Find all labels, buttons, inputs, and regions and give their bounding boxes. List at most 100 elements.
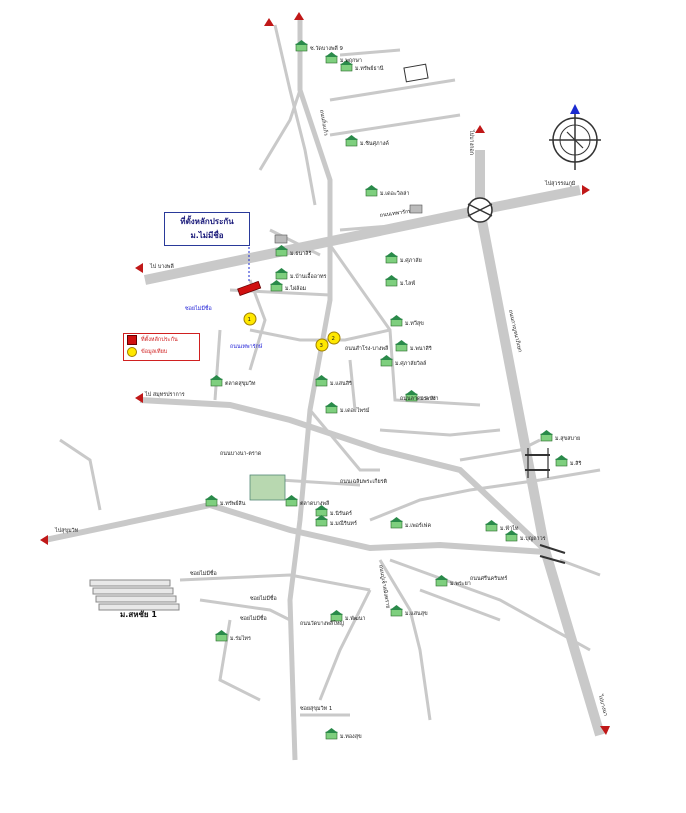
road-soi-25 bbox=[369, 478, 541, 522]
legend-row-collateral: ที่ตั้งหลักประกัน bbox=[124, 334, 199, 346]
arrow-up-icon bbox=[475, 125, 485, 133]
comparable-marker-2: 2 bbox=[327, 331, 341, 345]
label-soi-no-name-1: ซอยไม่มีชื่อ bbox=[190, 569, 217, 577]
place-label: ม.ทองสุข bbox=[340, 733, 362, 740]
place-label: ตลาดบางพลี bbox=[300, 500, 329, 507]
house-icon bbox=[270, 280, 283, 292]
house-icon bbox=[435, 575, 448, 587]
house-icon bbox=[385, 252, 398, 264]
interchange-middle bbox=[525, 448, 550, 478]
house-icon bbox=[395, 340, 408, 352]
house-icon bbox=[315, 515, 328, 527]
arrow-up-icon-2 bbox=[294, 12, 304, 20]
place-label: ม.ธนาสิริ bbox=[290, 250, 312, 257]
road-soi-26 bbox=[539, 468, 601, 482]
label-to-bangpli-left: ไป บางพลี bbox=[149, 263, 174, 270]
label-to-bangkok: ไปบางกอก bbox=[468, 129, 475, 155]
place-label: ม.สุขสบาย bbox=[555, 435, 580, 442]
house-icon bbox=[345, 135, 358, 147]
place-label: ม.ไผ่ล้อม bbox=[285, 285, 307, 292]
arrow-left-icon-2 bbox=[135, 263, 143, 273]
label-soi-no-name-3: ซอยไม่มีชื่อ bbox=[240, 614, 267, 622]
label-kingkaew: ถนนกิ่งแก้ว bbox=[318, 109, 330, 136]
interchange-top bbox=[467, 197, 493, 223]
label-chalerm: ถนนเฉลิมพระเกียรติ bbox=[340, 478, 388, 485]
road-soi-20 bbox=[318, 589, 372, 701]
place-label: ม.ชินศุภางค์ bbox=[360, 140, 389, 147]
arrow-left-icon bbox=[40, 535, 48, 545]
collateral-callout-subtitle: ม.ไม่มีชื่อ bbox=[190, 231, 224, 240]
place-label: ม.เพอร์เฟค bbox=[405, 522, 431, 529]
house-icon bbox=[275, 245, 288, 257]
place-label: ตลาดสุขุมวิท bbox=[225, 380, 256, 387]
house-icon bbox=[555, 455, 568, 467]
road-soi-9 bbox=[249, 328, 391, 342]
label-soi-no-name-2: ซอยไม่มีชื่อ bbox=[250, 594, 277, 602]
label-to-suvarnabhumi: ไปสุวรรณภูมิ bbox=[544, 180, 576, 187]
arrow-left-icon-3 bbox=[135, 393, 143, 403]
house-icon bbox=[295, 40, 308, 52]
road-soi-21 bbox=[179, 573, 371, 592]
compass-icon bbox=[549, 104, 601, 170]
house-icon bbox=[275, 268, 288, 280]
road-soi-11 bbox=[348, 359, 357, 411]
collateral-callout: ที่ตั้งหลักประกัน ม.ไม่มีชื่อ bbox=[164, 212, 250, 246]
house-icon bbox=[390, 517, 403, 529]
place-label: ม.แสนสุข bbox=[405, 610, 428, 617]
house-icon bbox=[215, 630, 228, 642]
place-label: ม.เดอะวิลล่า bbox=[380, 190, 409, 197]
road-soi-4 bbox=[329, 78, 456, 102]
road-soi-28 bbox=[269, 228, 321, 257]
place-label: ม.ทรัพย์สิน bbox=[220, 500, 246, 507]
place-label: ม.เดอะไพรม์ bbox=[340, 407, 370, 414]
label-puchao: ถนนปู่เจ้าสมิงพราย bbox=[377, 564, 392, 609]
road-lower-arterial bbox=[44, 501, 546, 555]
road-soi-15 bbox=[379, 428, 501, 437]
road-soi-18 bbox=[389, 558, 591, 652]
road-soi-6 bbox=[339, 220, 441, 232]
label-samrong: ถนนสำโรง-บางพลี bbox=[345, 345, 388, 352]
place-label: ม.แสนสิริ bbox=[330, 380, 352, 387]
road-left-arterial bbox=[139, 397, 548, 553]
label-suk-1: ซอยสุขุมวิท 1 bbox=[300, 705, 332, 712]
road-soi-19 bbox=[419, 588, 501, 622]
road-network bbox=[44, 20, 605, 761]
house-icon bbox=[385, 275, 398, 287]
place-label: ม.ศุภาลัย bbox=[400, 257, 422, 264]
label-srinakarin: ถนนศรีนครินทร์ bbox=[470, 575, 507, 582]
place-label: ม.คาซ่า bbox=[420, 395, 439, 402]
road-soi-23 bbox=[218, 619, 261, 702]
label-estate: ม.สหชัย 1 bbox=[120, 610, 157, 619]
place-label: ม.พัฒนา bbox=[345, 615, 365, 622]
place-label: ม.บ้านเอื้ออาทร bbox=[290, 272, 327, 280]
place-label: ม.ทรัพย์ธานี bbox=[355, 65, 384, 72]
svg-text:3: 3 bbox=[320, 343, 323, 349]
road-soi-10 bbox=[213, 329, 222, 401]
house-icon bbox=[325, 402, 338, 414]
house-icon bbox=[315, 375, 328, 387]
place-label: ม.ศุภาลัยวิลล์ bbox=[395, 360, 426, 367]
road-soi-22 bbox=[199, 598, 291, 622]
place-label: ม.ทวีสุข bbox=[405, 320, 424, 327]
road-right-highway bbox=[475, 150, 605, 737]
collateral-callout-title: ที่ตั้งหลักประกัน bbox=[180, 217, 234, 226]
legend-row-comparable: ข้อมูลเทียบ bbox=[124, 346, 199, 358]
house-icon bbox=[380, 355, 393, 367]
house-icon bbox=[505, 530, 518, 542]
road-soi-7 bbox=[328, 244, 481, 407]
red-square-icon bbox=[127, 335, 137, 345]
comparable-markers: 1 2 3 bbox=[243, 312, 341, 352]
place-label: ม.บุญถาวร bbox=[520, 536, 546, 542]
house-icon bbox=[340, 60, 353, 72]
map-legend: ที่ตั้งหลักประกัน ข้อมูลเทียบ bbox=[123, 333, 200, 361]
label-thepharak-2: ถนนเทพารักษ์ bbox=[230, 343, 263, 350]
comparable-marker-3: 3 bbox=[315, 338, 329, 352]
place-label: ม.พฤกษา bbox=[340, 58, 362, 64]
place-label: ม.ไลฟ์ bbox=[400, 280, 415, 287]
comparable-marker-1: 1 bbox=[243, 312, 257, 326]
house-icon bbox=[210, 375, 223, 387]
road-soi-27 bbox=[559, 558, 601, 577]
road-soi-3 bbox=[329, 113, 461, 137]
house-icon bbox=[285, 495, 298, 507]
